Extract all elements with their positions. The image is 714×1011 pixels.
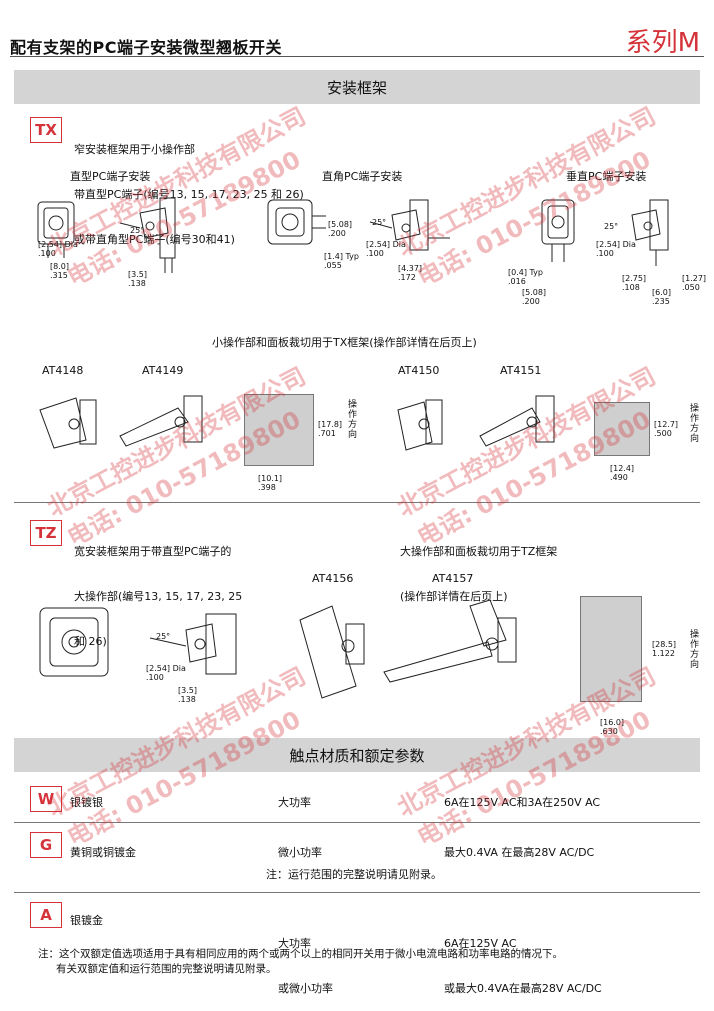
tx-line: 带直型PC端子(编号13, 15, 17, 23, 25 和 26) bbox=[74, 188, 304, 201]
tz-note: 大操作部和面板裁切用于TZ框架 (操作部详情在后页上) bbox=[400, 514, 557, 619]
page-title: 配有支架的PC端子安装微型翘板开关 bbox=[10, 38, 282, 57]
code-a: A bbox=[30, 902, 62, 928]
dims-d4: [1.27] .050 bbox=[682, 274, 707, 292]
note-g: 注：运行范围的完整说明请见附录。 bbox=[266, 868, 442, 881]
code-tz: TZ bbox=[30, 520, 62, 546]
actuator-label: AT4150 bbox=[398, 364, 440, 377]
dims-c4: [5.08] .200 bbox=[522, 288, 547, 306]
tx-vertical-side-drawing bbox=[631, 199, 669, 266]
rating-w: 6A在125V AC和3A在250V AC bbox=[444, 796, 601, 809]
separator bbox=[14, 822, 700, 823]
tx-line: 或带直角型PC端子(编号30和41) bbox=[74, 233, 235, 246]
tx-description: 窄安装框架用于小操作部 带直型PC端子(编号13, 15, 17, 23, 25… bbox=[74, 112, 304, 262]
tz-note-line: (操作部详情在后页上) bbox=[400, 590, 508, 603]
section-title: 安装框架 bbox=[326, 78, 387, 97]
dims-d: [2.54] Dia .100 bbox=[596, 240, 636, 258]
actuator-at4148-drawing bbox=[39, 397, 97, 449]
tz-line: 大操作部(编号13, 15, 17, 23, 25 bbox=[74, 590, 243, 603]
tz-panel-dims-b: [16.0] .630 bbox=[600, 718, 625, 736]
rating-a-line: 或最大0.4VA在最高28V AC/DC bbox=[444, 982, 602, 995]
tz-panel-dims-a: [28.5] 1.122 bbox=[652, 640, 677, 658]
actuator-at4151-drawing bbox=[479, 395, 555, 447]
section-title: 触点材质和额定参数 bbox=[289, 746, 425, 765]
angle-c: 25° bbox=[372, 218, 387, 227]
panel-cutout-tx-2 bbox=[594, 402, 650, 456]
code-g: G bbox=[30, 832, 62, 858]
tz-line: 宽安装框架用于带直型PC端子的 bbox=[74, 545, 232, 558]
tz-front-drawing bbox=[39, 607, 109, 677]
direction-label: 操作方向 bbox=[690, 630, 700, 670]
tz-dims-a: [2.54] Dia .100 bbox=[146, 664, 186, 682]
panel-cutout-tx-1 bbox=[244, 394, 314, 466]
panel-cutout-tz bbox=[580, 596, 642, 702]
caption-right-angle: 直角PC端子安装 bbox=[322, 170, 403, 183]
tx-actuator-note: 小操作部和面板裁切用于TX框架(操作部详情在后页上) bbox=[212, 336, 477, 349]
dims-d2: [2.75] .108 bbox=[622, 274, 647, 292]
tz-side-drawing bbox=[149, 613, 237, 675]
section-band-mounting: 安装框架 bbox=[14, 70, 700, 104]
tz-description: 宽安装框架用于带直型PC端子的 大操作部(编号13, 15, 17, 23, 2… bbox=[74, 514, 242, 664]
material-w: 银镀银 bbox=[70, 796, 103, 809]
caption-straight: 直型PC端子安装 bbox=[70, 170, 151, 183]
tz-dims-b: [3.5] .138 bbox=[178, 686, 197, 704]
section-band-contacts: 触点材质和额定参数 bbox=[14, 738, 700, 772]
dims-c: [2.54] Dia .100 bbox=[366, 240, 406, 258]
tx-straight-front-drawing bbox=[37, 201, 75, 258]
material-g: 黄铜或铜镀金 bbox=[70, 846, 136, 859]
actuator-label: AT4149 bbox=[142, 364, 184, 377]
tx-straight-side-drawing bbox=[119, 197, 176, 273]
tx-right-angle-side-drawing bbox=[369, 199, 450, 251]
footnote-1: 注：这个双额定值选项适用于具有相同应用的两个或两个以上的相同开关用于微小电流电路… bbox=[38, 948, 563, 960]
direction-label: 操作方向 bbox=[348, 400, 358, 440]
actuator-label: AT4151 bbox=[500, 364, 542, 377]
code-w: W bbox=[30, 786, 62, 812]
watermark-phone: 电话: 010-57189800 bbox=[62, 705, 306, 853]
separator bbox=[14, 502, 700, 503]
separator bbox=[14, 892, 700, 893]
caption-vertical: 垂直PC端子安装 bbox=[566, 170, 647, 183]
tz-note-line: 大操作部和面板裁切用于TZ框架 bbox=[400, 545, 558, 558]
actuator-at4157-drawing bbox=[383, 599, 517, 683]
tx-vertical-front-drawing bbox=[541, 199, 575, 262]
angle-d: 25° bbox=[604, 222, 619, 231]
type-w: 大功率 bbox=[278, 796, 311, 809]
series-label: 系列M bbox=[625, 28, 700, 58]
header-rule bbox=[10, 56, 704, 57]
type-g: 微小功率 bbox=[278, 846, 322, 859]
panel-dims-1a: [17.8] .701 bbox=[318, 420, 343, 438]
angle-a: 25° bbox=[130, 226, 145, 235]
rating-a-line: 6A在125V AC bbox=[444, 937, 517, 950]
type-a-line: 大功率 bbox=[278, 937, 311, 950]
dims-c2: [4.37] .172 bbox=[398, 264, 423, 282]
type-a-line: 或微小功率 bbox=[278, 982, 333, 995]
actuator-at4150-drawing bbox=[397, 399, 443, 451]
dims-a: [2.54] Dia .100 bbox=[38, 240, 78, 258]
dims-c3: [0.4] Typ .016 bbox=[508, 268, 543, 286]
direction-label: 操作方向 bbox=[690, 404, 700, 444]
code-tx: TX bbox=[30, 117, 62, 143]
dims-a2: [8.0] .315 bbox=[50, 262, 69, 280]
actuator-at4156-drawing bbox=[299, 605, 365, 699]
dims-a3: [3.5] .138 bbox=[128, 270, 147, 288]
tx-right-angle-front-drawing bbox=[267, 199, 326, 245]
tx-line: 窄安装框架用于小操作部 bbox=[74, 143, 195, 156]
actuator-label: AT4157 bbox=[432, 572, 474, 585]
dims-b2: [1.4] Typ .055 bbox=[324, 252, 359, 270]
actuator-label: AT4156 bbox=[312, 572, 354, 585]
footnote-2: 有关双额定值和运行范围的完整说明请见附录。 bbox=[56, 963, 277, 975]
dims-d3: [6.0] .235 bbox=[652, 288, 671, 306]
actuator-label: AT4148 bbox=[42, 364, 84, 377]
panel-dims-2a: [12.7] .500 bbox=[654, 420, 679, 438]
actuator-at4149-drawing bbox=[119, 395, 203, 447]
panel-dims-2b: [12.4] .490 bbox=[610, 464, 635, 482]
material-a: 银镀金 bbox=[70, 914, 103, 927]
rating-g: 最大0.4VA 在最高28V AC/DC bbox=[444, 846, 595, 859]
dims-b: [5.08] .200 bbox=[328, 220, 353, 238]
panel-dims-1b: [10.1] .398 bbox=[258, 474, 283, 492]
tz-angle: 25° bbox=[156, 632, 171, 641]
